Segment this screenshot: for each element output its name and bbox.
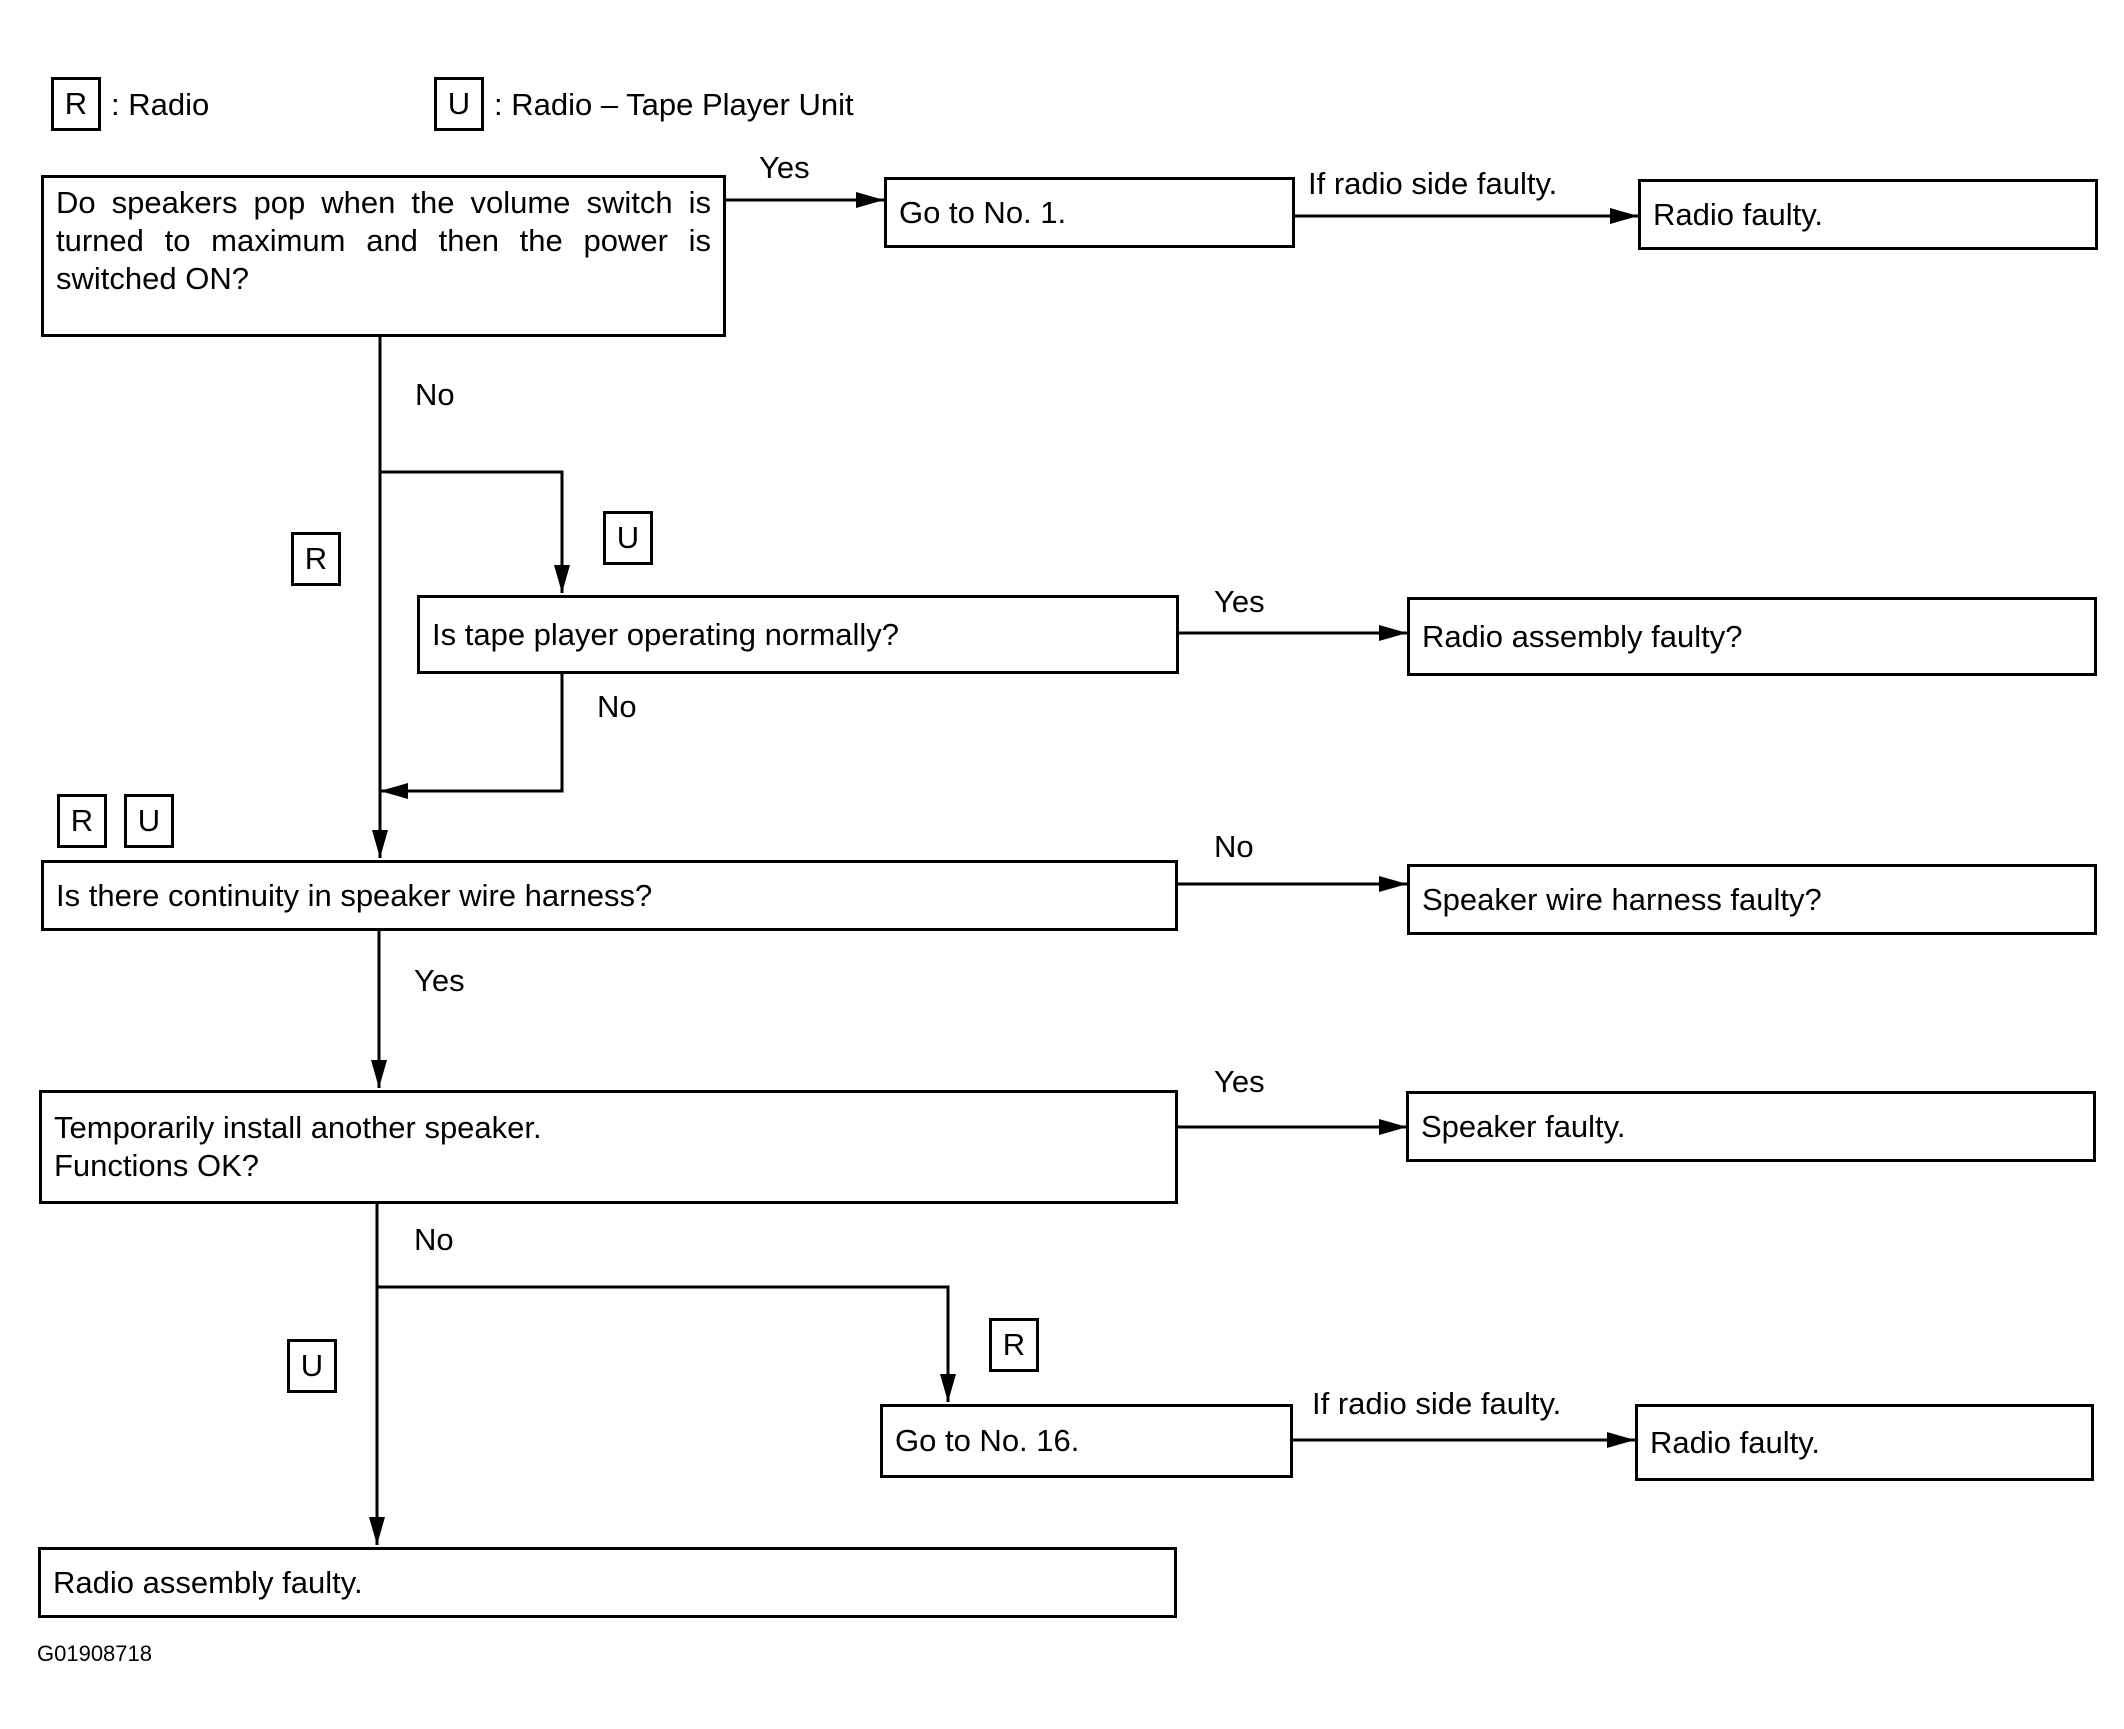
question-another-speaker-line1: Temporarily install another speaker. — [54, 1110, 542, 1145]
label-if-radio-side-faulty-2: If radio side faulty. — [1312, 1386, 1562, 1421]
question-continuity: Is there continuity in speaker wire harn… — [41, 860, 1178, 931]
tag-u-unit-path-1: U — [603, 511, 653, 565]
box-speaker-faulty: Speaker faulty. — [1406, 1091, 2096, 1162]
tag-r-radio-path-1: R — [291, 532, 341, 586]
line-tape-no-return — [380, 674, 564, 799]
tag-u-unit-path-2: U — [287, 1339, 337, 1393]
label-no-1: No — [415, 377, 455, 412]
question-tape-player: Is tape player operating normally? — [417, 595, 1179, 674]
label-no-4: No — [414, 1222, 454, 1257]
tag-r-both: R — [57, 794, 107, 848]
box-radio-faulty-1: Radio faulty. — [1638, 179, 2098, 250]
legend-u-tag: U — [434, 77, 484, 131]
box-go-to-no-1: Go to No. 1. — [884, 177, 1295, 248]
label-no-2: No — [597, 689, 637, 724]
box-speaker-wire-harness-faulty: Speaker wire harness faulty? — [1407, 864, 2097, 935]
label-yes-4: Yes — [1214, 1064, 1265, 1099]
tag-u-both: U — [124, 794, 174, 848]
legend-r-tag: R — [51, 77, 101, 131]
label-if-radio-side-faulty-1: If radio side faulty. — [1308, 166, 1558, 201]
question-speakers-pop: Do speakers pop when the volume switch i… — [41, 175, 726, 337]
figure-code: G01908718 — [37, 1641, 152, 1666]
box-radio-assembly-faulty-q: Radio assembly faulty? — [1407, 597, 2097, 676]
box-radio-assembly-faulty: Radio assembly faulty. — [38, 1547, 1177, 1618]
legend-u-text: : Radio – Tape Player Unit — [494, 87, 854, 122]
question-another-speaker-line2: Functions OK? — [54, 1148, 260, 1183]
box-radio-faulty-2: Radio faulty. — [1635, 1404, 2094, 1481]
legend-r-text: : Radio — [111, 87, 210, 122]
line-branch-to-go-no16 — [377, 1285, 956, 1402]
question-speakers-pop-text: Do speakers pop when the volume switch i… — [56, 185, 711, 296]
label-yes-1: Yes — [759, 150, 810, 185]
question-another-speaker: Temporarily install another speaker. Fun… — [39, 1090, 1178, 1204]
line-branch-to-tape-player — [380, 470, 570, 593]
label-no-3: No — [1214, 829, 1254, 864]
tag-r-radio-path-2: R — [989, 1318, 1039, 1372]
label-yes-2: Yes — [1214, 584, 1265, 619]
label-yes-3: Yes — [414, 963, 465, 998]
box-go-to-no-16: Go to No. 16. — [880, 1404, 1293, 1478]
